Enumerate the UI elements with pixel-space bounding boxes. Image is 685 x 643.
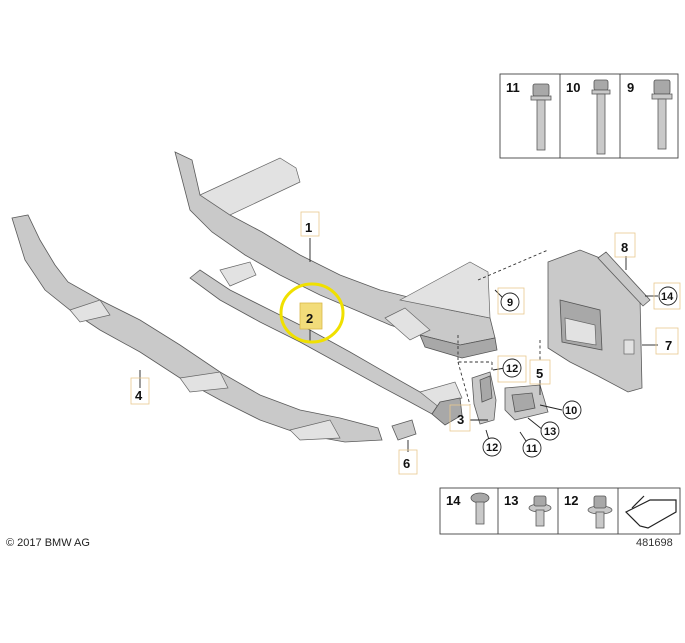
screw-14-icon	[470, 492, 490, 525]
callout-3: 3	[457, 412, 464, 427]
legend-label-12: 12	[564, 493, 578, 508]
callout-numbers: 1 2 3 4 5 6 7 8	[130, 211, 679, 475]
legend-box-top	[499, 73, 679, 159]
circled-12-top: 12	[506, 363, 518, 375]
callout-4: 4	[135, 388, 143, 403]
callout-8: 8	[621, 240, 628, 255]
circled-12-bottom: 12	[486, 442, 498, 454]
circled-callouts: 9 10 11 12 12 13 14	[482, 282, 681, 458]
callout-7: 7	[665, 338, 672, 353]
callout-1: 1	[305, 220, 312, 235]
callout-5: 5	[536, 366, 543, 381]
circled-13: 13	[544, 426, 556, 438]
document-number: 481698	[636, 537, 673, 549]
copyright-text: © 2017 BMW AG	[6, 537, 90, 549]
legend-label-13: 13	[504, 493, 518, 508]
part-3-bracket	[471, 371, 497, 425]
legend-bolts-top: 11 10 9	[499, 73, 679, 159]
callout-6: 6	[403, 456, 410, 471]
front-direction-arrow-icon	[624, 495, 677, 529]
legend-label-10: 10	[566, 80, 580, 95]
part-6-clip	[391, 419, 417, 441]
legend-label-14: 14	[446, 493, 461, 508]
bolt-11-icon	[530, 83, 552, 151]
dashed-guide-lines	[457, 249, 549, 406]
part-5-bracket	[504, 384, 549, 421]
screw-13-icon	[528, 495, 552, 527]
legend-screws-bottom: 14 13 12	[439, 487, 681, 535]
circled-14: 14	[661, 291, 674, 303]
circled-10: 10	[565, 405, 577, 417]
part-8-strut	[597, 251, 651, 307]
screw-12-icon	[587, 495, 613, 529]
part-7-bracket	[547, 249, 643, 393]
highlight-ring	[279, 282, 345, 344]
bolt-9-icon	[651, 79, 673, 150]
highlight-box	[299, 302, 323, 330]
callout-2: 2	[306, 311, 313, 326]
part-2-highlight	[279, 282, 345, 344]
bolt-10-icon	[591, 79, 611, 155]
part-1-carrier	[174, 151, 498, 359]
part-4-absorber	[11, 214, 383, 443]
circled-9: 9	[507, 297, 513, 309]
legend-label-11: 11	[506, 80, 520, 95]
circled-11: 11	[526, 443, 538, 455]
legend-label-9: 9	[627, 80, 634, 95]
